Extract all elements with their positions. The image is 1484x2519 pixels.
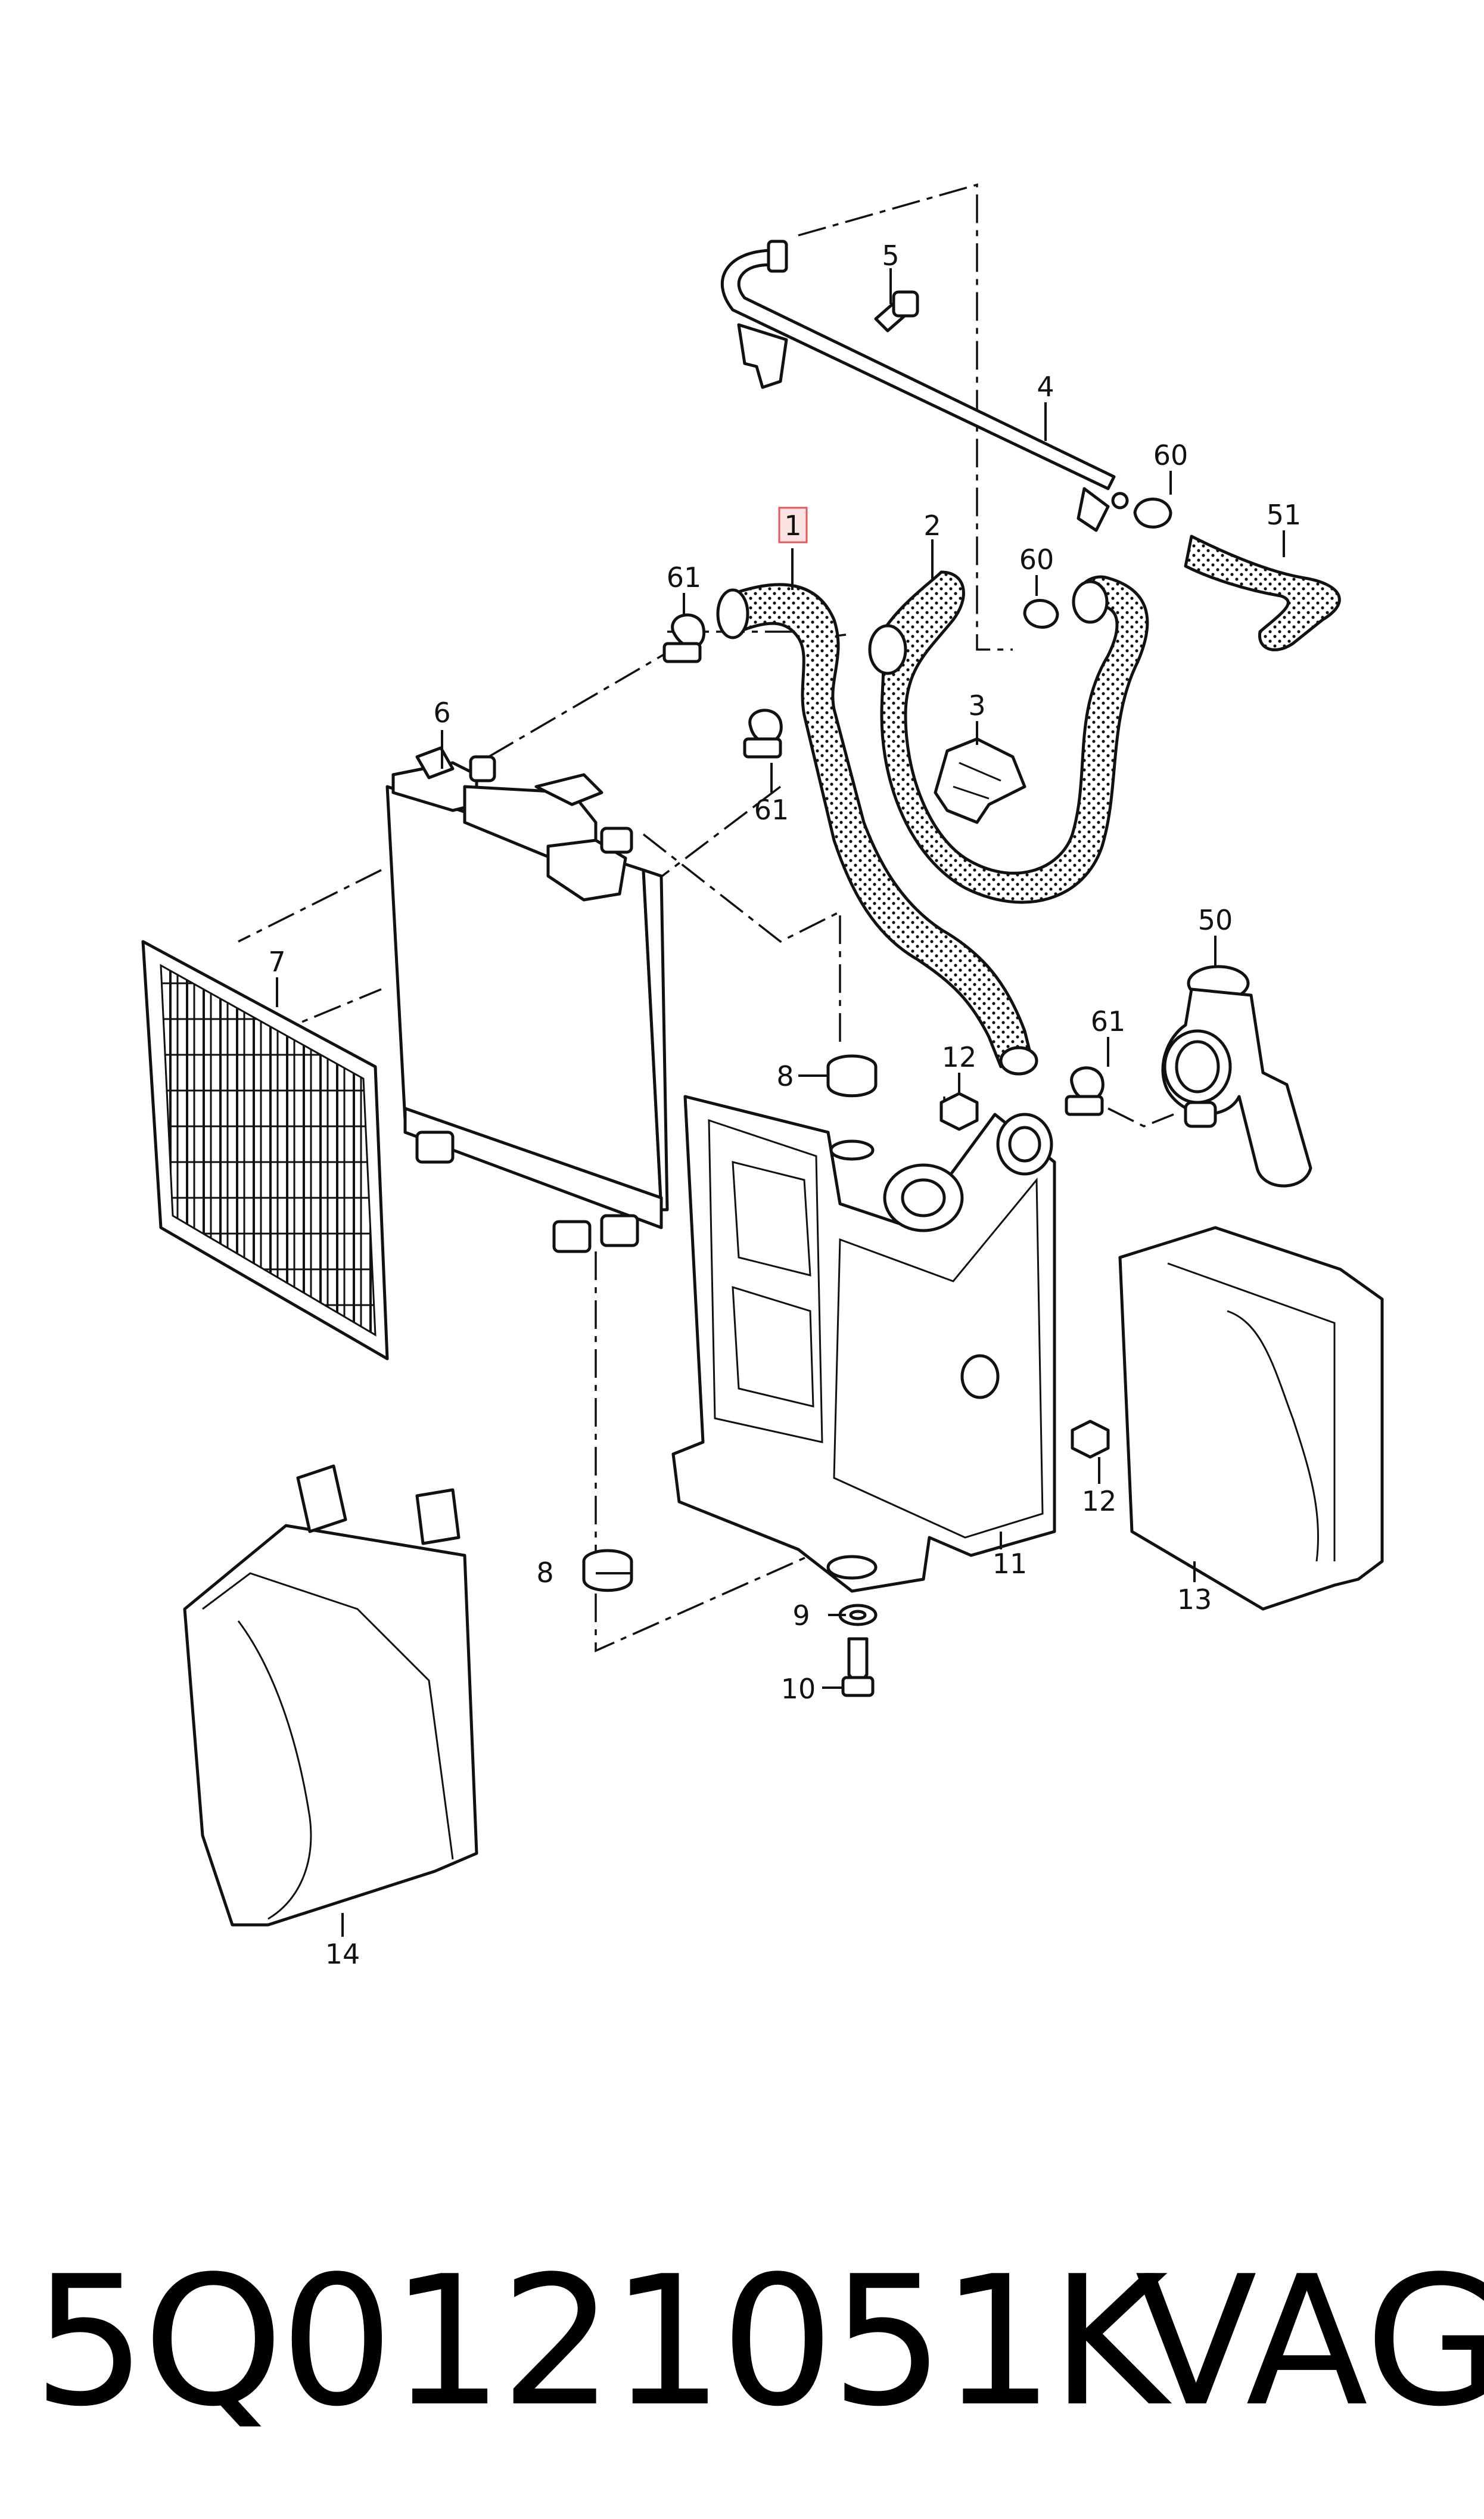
part-60-clamps — [1023, 498, 1172, 629]
part-number: 5Q0121051K — [33, 2238, 1168, 2446]
part-11-carrier — [671, 1095, 1056, 1593]
part-5-bolt — [874, 290, 919, 333]
callout-14: 14 — [325, 1938, 360, 1970]
callout-8b: 8 — [536, 1557, 553, 1589]
callout-5: 5 — [882, 240, 899, 272]
part-61-clamps — [662, 613, 1105, 1116]
callout-6: 6 — [433, 697, 450, 729]
part-6-radiator — [385, 746, 669, 1253]
callout-9: 9 — [792, 1599, 810, 1632]
callout-60b: 60 — [1019, 543, 1054, 576]
part-7-grille — [141, 940, 389, 1361]
part-4-coolant-pipe — [721, 240, 1129, 532]
callout-13: 13 — [1177, 1583, 1212, 1616]
part-13-air-duct — [1118, 1226, 1384, 1611]
callout-61b: 61 — [754, 794, 789, 826]
callout-10: 10 — [781, 1673, 816, 1705]
footer: 5Q0121051K VAG — [0, 2217, 1484, 2467]
callout-labels: 1 2 3 4 5 6 7 8 8 9 10 11 12 12 13 14 50… — [268, 240, 1301, 1970]
part-14-air-duct — [183, 1464, 478, 1927]
callout-12b: 12 — [1082, 1485, 1117, 1517]
callout-11: 11 — [993, 1548, 1028, 1580]
callout-61a: 61 — [667, 561, 702, 594]
callout-1: 1 — [784, 510, 801, 542]
part-2-hose — [868, 570, 1149, 904]
leader-lines — [276, 268, 1285, 1937]
callout-8a: 8 — [776, 1060, 794, 1092]
part-51-hose — [1184, 535, 1341, 651]
part-3-bracket — [934, 737, 1026, 824]
callout-51: 51 — [1267, 499, 1302, 531]
part-10-screw — [841, 1637, 875, 1697]
part-8-mounts — [582, 1054, 878, 1592]
part-50-connector — [1161, 965, 1312, 1188]
callout-12a: 12 — [942, 1041, 977, 1073]
part-1-hose — [716, 583, 1038, 1076]
highlight-box — [778, 507, 808, 543]
callout-2: 2 — [923, 510, 941, 542]
callout-7: 7 — [268, 946, 285, 978]
brand-label: VAG — [1135, 2238, 1484, 2446]
callout-50: 50 — [1198, 904, 1233, 936]
exploded-parts-diagram: 1 2 3 4 5 6 7 8 8 9 10 11 12 12 13 14 50… — [141, 183, 1384, 1970]
callout-61c: 61 — [1091, 1005, 1126, 1038]
callout-60a: 60 — [1153, 439, 1189, 471]
callout-4: 4 — [1037, 371, 1054, 403]
callout-3: 3 — [968, 689, 985, 722]
